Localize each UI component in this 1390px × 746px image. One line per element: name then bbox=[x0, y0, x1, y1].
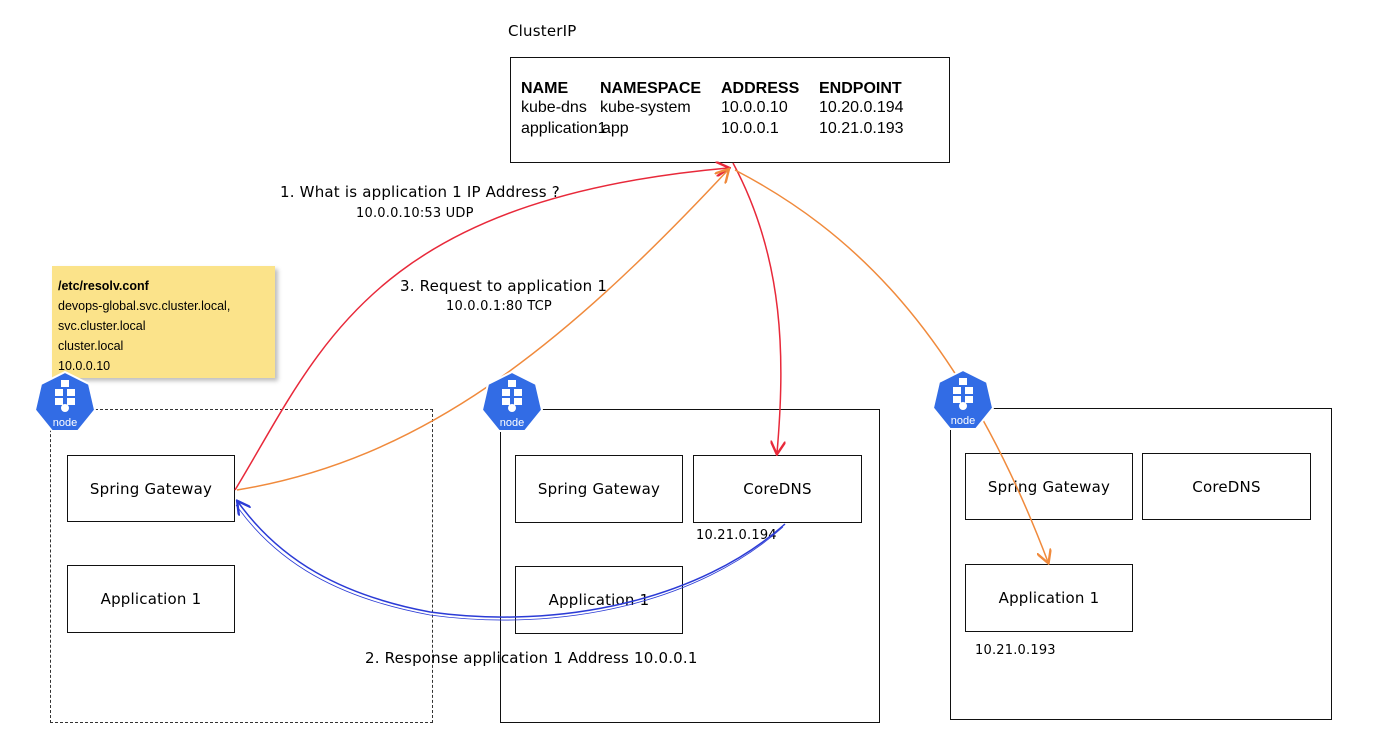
node-3-coredns: CoreDNS bbox=[1142, 453, 1311, 520]
note-line: devops-global.svc.cluster.local, bbox=[58, 299, 231, 313]
row2-namespace: app bbox=[602, 120, 629, 137]
col-header-namespace: NAMESPACE bbox=[600, 80, 702, 97]
step1-sublabel: 10.0.0.10:53 UDP bbox=[356, 206, 474, 221]
node-icon-label: node bbox=[951, 415, 975, 427]
row2-name: application1 bbox=[521, 120, 607, 137]
step2-label: 2. Response application 1 Address 10.0.0… bbox=[365, 649, 698, 667]
pod-label: Application 1 bbox=[998, 589, 1100, 607]
pod-label: CoreDNS bbox=[743, 480, 812, 498]
clusterip-table: NAME NAMESPACE ADDRESS ENDPOINT kube-dns… bbox=[510, 57, 950, 163]
arrow-step1-forward bbox=[732, 162, 781, 453]
note-line: 10.0.0.10 bbox=[58, 359, 111, 373]
app-ip: 10.21.0.193 bbox=[975, 643, 1056, 658]
step3-sublabel: 10.0.0.1:80 TCP bbox=[446, 299, 552, 314]
row1-namespace: kube-system bbox=[600, 99, 691, 116]
row1-address: 10.0.0.10 bbox=[721, 99, 788, 116]
note-line: svc.cluster.local bbox=[58, 319, 146, 333]
node-1-frame bbox=[50, 409, 433, 723]
node-1-application-1: Application 1 bbox=[67, 565, 235, 633]
row1-endpoint: 10.20.0.194 bbox=[819, 99, 904, 116]
k8s-node-icon: node bbox=[480, 370, 544, 434]
note-line: cluster.local bbox=[58, 339, 124, 353]
note-title: /etc/resolv.conf bbox=[58, 279, 149, 293]
node-icon-label: node bbox=[500, 417, 524, 429]
row2-address: 10.0.0.1 bbox=[721, 120, 779, 137]
coredns-ip: 10.21.0.194 bbox=[696, 528, 777, 543]
k8s-node-icon: node bbox=[931, 368, 995, 432]
node-2-frame bbox=[500, 409, 880, 723]
arrow-step3-request bbox=[236, 170, 728, 491]
resolv-conf-note: /etc/resolv.conf devops-global.svc.clust… bbox=[52, 266, 275, 378]
arrow-step2-response bbox=[238, 502, 786, 618]
row2-endpoint: 10.21.0.193 bbox=[819, 120, 904, 137]
pod-label: Application 1 bbox=[100, 590, 202, 608]
step1-label: 1. What is application 1 IP Address ? bbox=[280, 183, 560, 201]
col-header-address: ADDRESS bbox=[721, 80, 800, 97]
col-header-name: NAME bbox=[521, 80, 569, 97]
node-2-application-1: Application 1 bbox=[515, 566, 683, 634]
node-1-spring-gateway: Spring Gateway bbox=[67, 455, 235, 522]
pod-label: Spring Gateway bbox=[537, 480, 661, 498]
clusterip-label: ClusterIP bbox=[508, 22, 577, 40]
pod-label: Application 1 bbox=[548, 591, 650, 609]
k8s-node-icon: node bbox=[33, 370, 97, 434]
arrow-step3-forward bbox=[734, 169, 1048, 562]
step3-label: 3. Request to application 1 bbox=[400, 277, 608, 295]
pod-label: Spring Gateway bbox=[89, 479, 213, 498]
node-2-spring-gateway: Spring Gateway bbox=[515, 455, 683, 523]
pod-label: CoreDNS bbox=[1192, 477, 1261, 496]
arrow-step1-request bbox=[234, 168, 728, 491]
node-icon-label: node bbox=[53, 417, 77, 429]
node-3-frame bbox=[950, 408, 1332, 720]
row1-name: kube-dns bbox=[521, 99, 587, 116]
col-header-endpoint: ENDPOINT bbox=[819, 80, 902, 97]
